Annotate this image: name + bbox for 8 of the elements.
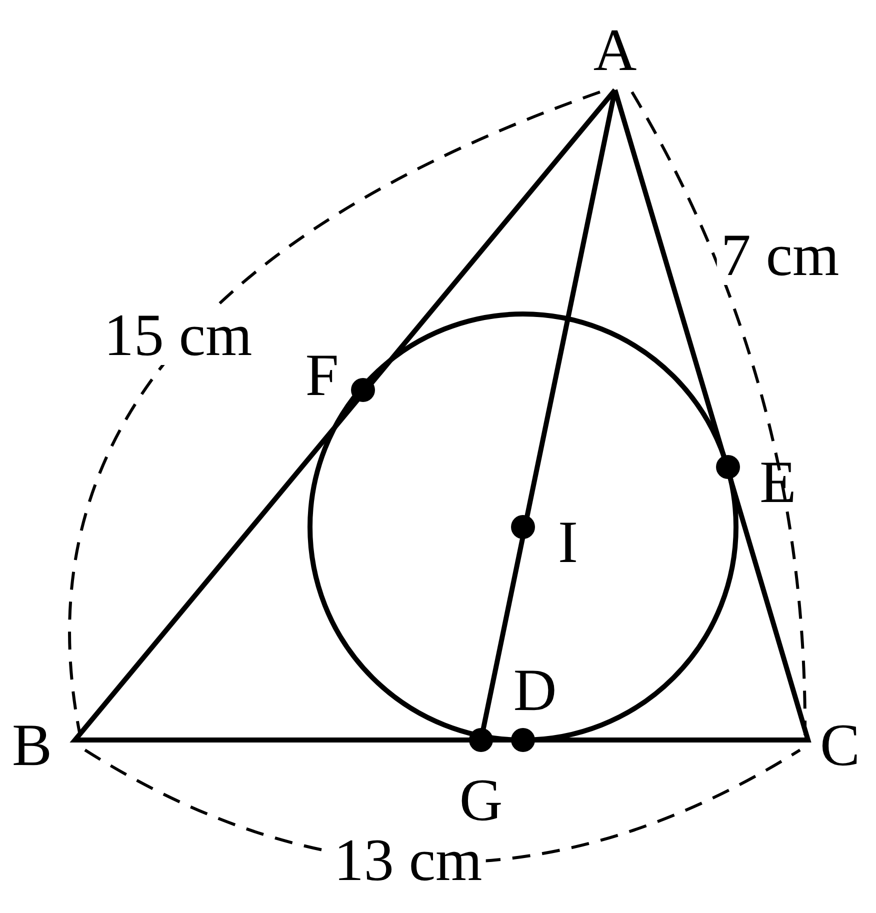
point-label: E <box>760 452 796 512</box>
point-label: I <box>558 512 578 572</box>
point-label: B <box>12 715 52 775</box>
point-label: A <box>593 20 637 80</box>
point-label: C <box>820 715 860 775</box>
point-label: G <box>459 770 503 830</box>
point-label: D <box>513 660 557 720</box>
point-label: F <box>305 345 339 405</box>
